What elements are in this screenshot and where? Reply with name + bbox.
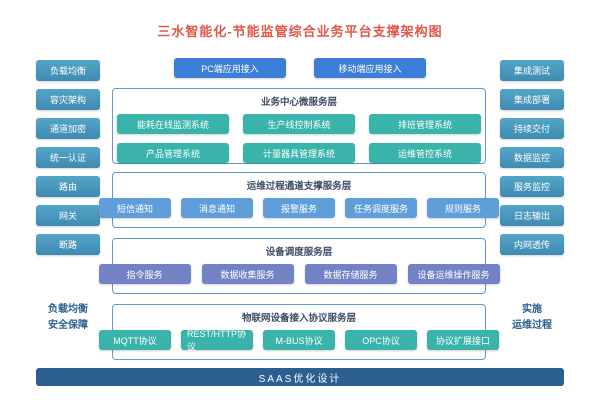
right-column-caption: 实施 运维过程: [500, 302, 564, 334]
section-rows: 能耗在线监测系统 生产线控制系统 排班管理系统 产品管理系统 计量器具管理系统 …: [113, 114, 485, 163]
section-rows: 指令服务 数据收集服务 数据存储服务 设备运维操作服务: [98, 264, 500, 284]
section-rows: MQTT协议 REST/HTTP协议 M-BUS协议 OPC协议 协议扩展接口: [99, 329, 499, 352]
section-iot-protocol-access: 物联网设备接入协议服务层 MQTT协议 REST/HTTP协议 M-BUS协议 …: [99, 304, 499, 360]
box-energy-online-monitoring-system: 能耗在线监测系统: [117, 114, 229, 134]
box-m-bus-protocol: M-BUS协议: [263, 330, 335, 350]
section-rows: 短信通知 消息通知 报警服务 任务调度服务 规则服务: [99, 198, 499, 218]
section-header: 运维过程通道支撑服务层: [246, 181, 352, 192]
box-continuous-delivery: 持续交付: [500, 118, 564, 139]
box-log-output: 日志输出: [500, 205, 564, 226]
box-rule-service: 规则服务: [427, 198, 499, 218]
box-integration-test: 集成测试: [500, 60, 564, 81]
box-intranet-passthrough: 内网透传: [500, 234, 564, 255]
box-message-notification: 消息通知: [181, 198, 253, 218]
pc-access-box: PC端应用接入: [174, 58, 286, 78]
box-integration-deploy: 集成部署: [500, 89, 564, 110]
section-ops-channel-support: 运维过程通道支撑服务层 短信通知 消息通知 报警服务 任务调度服务 规则服务: [99, 172, 499, 228]
section-business-microservices: 业务中心微服务层 能耗在线监测系统 生产线控制系统 排班管理系统 产品管理系统 …: [112, 88, 486, 164]
box-data-collection-service: 数据收集服务: [201, 264, 294, 284]
box-gateway: 网关: [36, 205, 100, 226]
page-title: 三水智能化-节能监管综合业务平台支撑架构图: [157, 24, 443, 39]
box-production-line-control-system: 生产线控制系统: [243, 114, 355, 134]
box-service-monitoring: 服务监控: [500, 176, 564, 197]
left-guarantee-column: 负载均衡 容灾架构 通道加密 统一认证 路由 网关 断路: [36, 60, 100, 255]
box-task-scheduling-service: 任务调度服务: [345, 198, 417, 218]
box-alarm-service: 报警服务: [263, 198, 335, 218]
mobile-access-box: 移动端应用接入: [314, 58, 426, 78]
access-row: PC端应用接入 移动端应用接入: [112, 58, 488, 78]
box-shift-management-system: 排班管理系统: [369, 114, 481, 134]
box-opc-protocol: OPC协议: [345, 330, 417, 350]
right-caption-line-1: 实施: [522, 304, 542, 315]
left-column-caption: 负载均衡 安全保障: [36, 302, 100, 334]
box-data-monitoring: 数据监控: [500, 147, 564, 168]
box-channel-encryption: 通道加密: [36, 118, 100, 139]
right-ops-column: 集成测试 集成部署 持续交付 数据监控 服务监控 日志输出 内网透传: [500, 60, 564, 255]
section-header: 物联网设备接入协议服务层: [241, 313, 356, 324]
row: MQTT协议 REST/HTTP协议 M-BUS协议 OPC协议 协议扩展接口: [99, 329, 499, 352]
section-header: 设备调度服务层: [265, 247, 333, 258]
row: 产品管理系统 计量器具管理系统 运维管控系统: [113, 143, 485, 163]
box-metering-device-management-system: 计量器具管理系统: [243, 143, 355, 163]
box-load-balancing: 负载均衡: [36, 60, 100, 81]
saas-optimization-bar: SAAS优化设计: [36, 368, 564, 386]
right-caption-line-2: 运维过程: [512, 320, 552, 331]
box-circuit-breaker: 断路: [36, 234, 100, 255]
section-header: 业务中心微服务层: [260, 97, 337, 108]
box-routing: 路由: [36, 176, 100, 197]
section-device-dispatch: 设备调度服务层 指令服务 数据收集服务 数据存储服务 设备运维操作服务: [98, 238, 500, 294]
row: 短信通知 消息通知 报警服务 任务调度服务 规则服务: [99, 198, 499, 218]
row: 能耗在线监测系统 生产线控制系统 排班管理系统: [113, 114, 485, 134]
left-caption-line-1: 负载均衡: [48, 304, 88, 315]
box-sms-notification: 短信通知: [99, 198, 171, 218]
box-protocol-extension-interface: 协议扩展接口: [427, 330, 499, 350]
box-device-om-operation-service: 设备运维操作服务: [407, 264, 500, 284]
box-rest-http-protocol: REST/HTTP协议: [181, 329, 253, 352]
box-mqtt-protocol: MQTT协议: [99, 330, 171, 350]
box-data-storage-service: 数据存储服务: [304, 264, 397, 284]
row: 指令服务 数据收集服务 数据存储服务 设备运维操作服务: [98, 264, 500, 284]
box-command-service: 指令服务: [98, 264, 191, 284]
left-caption-line-2: 安全保障: [48, 320, 88, 331]
box-om-control-system: 运维管控系统: [369, 143, 481, 163]
box-unified-auth: 统一认证: [36, 147, 100, 168]
box-disaster-recovery: 容灾架构: [36, 89, 100, 110]
box-product-management-system: 产品管理系统: [117, 143, 229, 163]
